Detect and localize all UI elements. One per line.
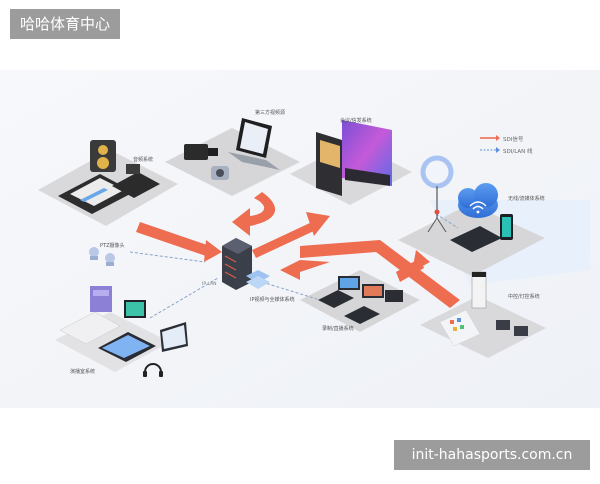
server-top (222, 238, 252, 254)
arrow-audio-core-head (204, 240, 222, 262)
camera-lens (208, 148, 218, 156)
control-display-header (472, 272, 486, 277)
switch-icon (450, 226, 502, 252)
platform-control (420, 296, 546, 358)
core-zone: IP视频与全媒体系统 IP LAN (202, 238, 295, 303)
zone-label-studio: 演播室系统 (70, 368, 95, 375)
legend-sdi-arrow (496, 135, 500, 141)
headphones-icon (144, 363, 162, 373)
server-stack-2 (246, 276, 270, 289)
laptop-screen (240, 122, 268, 154)
ptz-camera-base (90, 256, 98, 260)
studio-device (90, 286, 112, 312)
studio-device-panel (93, 290, 109, 296)
control-key-1 (450, 320, 454, 324)
monitor-screen (126, 302, 144, 316)
studio-laptop-screen (162, 325, 186, 349)
arrow-audio-core (136, 222, 210, 256)
link-core-recording (261, 281, 321, 301)
speaker-woofer (97, 157, 109, 169)
legend: SDI信号 SDI/LAN 线 (480, 135, 533, 155)
ptz-zone: PTZ摄像头 (89, 242, 125, 266)
arrow-band (300, 240, 460, 308)
ring-light-center (428, 163, 446, 181)
recording-deck-1 (318, 290, 354, 308)
brand-badge: 哈哈体育中心 (10, 9, 121, 39)
control-key-2 (457, 318, 461, 322)
wifi-arc-inner (472, 205, 484, 210)
headphones-left (143, 371, 147, 377)
zone-label-audio: 音频系统 (133, 156, 153, 163)
control-panel-icon (59, 311, 121, 345)
wifi-icon (469, 201, 487, 207)
link-ring-wireless (435, 213, 459, 229)
zone-label-meeting: 会议/信发系统 (340, 117, 372, 124)
meeting-room-view (320, 140, 340, 168)
legend-ip-label: SDI/LAN 线 (503, 147, 533, 155)
site-url-badge: init-hahasports.com.cn (394, 440, 590, 470)
link-studio-core (149, 277, 219, 319)
mixer-icon (112, 172, 160, 198)
signal-arrows (136, 192, 460, 308)
zone-label-control: 中控/灯控系统 (508, 293, 540, 300)
mixer-display (126, 164, 140, 174)
camera-icon (184, 144, 208, 160)
legend-sdi-label: SDI信号 (503, 135, 524, 143)
screen-audience (345, 168, 390, 186)
zone-label-recording: 录制/直播系统 (322, 325, 354, 332)
server-led-1 (224, 255, 237, 263)
ptz-camera-icon-2 (105, 253, 115, 263)
wireless-zone: 无线/流媒体系统 (420, 155, 545, 252)
speaker-icon (90, 140, 116, 172)
arrow-band-head (280, 260, 330, 280)
control-box-2 (514, 326, 528, 336)
cloud-puff-right (474, 183, 498, 207)
arrow-camera-core (232, 192, 276, 236)
arrow-core-meeting (252, 222, 316, 258)
ring-light-phone (434, 209, 440, 215)
keyboard-pads (80, 188, 108, 202)
headphones-right (159, 371, 163, 377)
zone-label-core: IP视频与全媒体系统 (250, 296, 295, 303)
network-links (129, 213, 459, 319)
wifi-dot (476, 210, 480, 214)
ptz-camera-icon (89, 247, 99, 257)
meeting-zone: 会议/信发系统 (316, 117, 392, 196)
legend-ip-arrow (496, 147, 500, 153)
camera-zone: 第三方视频源 (184, 109, 285, 180)
zone-label-camera: 第三方视频源 (255, 109, 285, 116)
recording-monitor-3 (385, 290, 403, 302)
camera-small-lens (216, 169, 224, 177)
recording-zone: 录制/直播系统 (318, 276, 403, 332)
recording-monitor-2-screen (364, 286, 382, 296)
arrow-to-wireless-head (412, 250, 430, 272)
audio-zone: 音频系统 (58, 140, 160, 214)
platform-recording (300, 270, 420, 332)
link-ptz-core (129, 251, 206, 263)
control-zone: 中控/灯控系统 (439, 271, 540, 347)
control-key-4 (460, 325, 464, 329)
studio-console-keys (102, 335, 150, 358)
recording-monitor-1-screen (340, 278, 358, 288)
server-icon (222, 238, 252, 290)
ptz-camera-base-2 (106, 262, 114, 266)
phone-screen (502, 217, 511, 237)
server-led-2 (224, 263, 237, 271)
zone-label-core-side: IP LAN (202, 281, 217, 287)
control-box-1 (496, 320, 510, 330)
server-led-3 (224, 271, 237, 279)
zone-label-wireless: 无线/流媒体系统 (508, 195, 545, 202)
laptop-base (228, 152, 280, 170)
zone-label-ptz: PTZ摄像头 (100, 242, 125, 249)
recording-deck-2 (344, 306, 380, 324)
studio-zone: 演播室系统 (59, 286, 188, 377)
speaker-tweeter (98, 145, 108, 155)
ring-light-leg-right (436, 217, 447, 233)
control-display (471, 271, 487, 309)
ring-light-leg-left (427, 217, 438, 233)
arrow-core-meeting-head (306, 212, 330, 236)
control-key-3 (453, 327, 457, 331)
